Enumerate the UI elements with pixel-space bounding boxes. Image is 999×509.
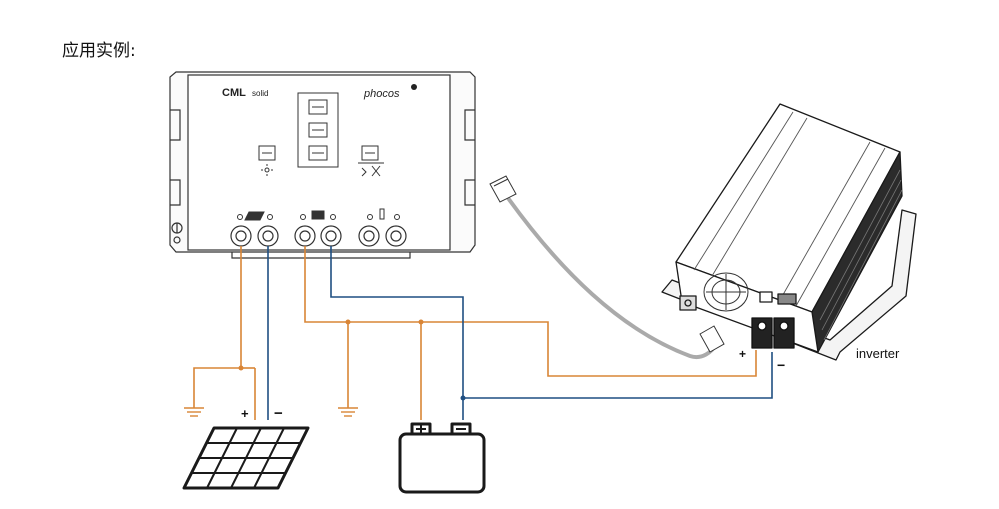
ground-symbol-battery xyxy=(338,407,358,417)
night-status-led xyxy=(361,145,379,161)
rj-connector-icon-2 xyxy=(699,325,725,353)
day-status-led xyxy=(258,145,276,161)
rj-connector-icon xyxy=(489,175,517,203)
communication-cable xyxy=(489,175,725,359)
inverter-label: inverter xyxy=(856,346,900,361)
terminal-symbols xyxy=(237,208,400,221)
solar-plus-label: + xyxy=(241,406,249,421)
inverter-plus-label: + xyxy=(739,347,746,361)
inverter-minus-label: − xyxy=(777,357,785,373)
brand-dot xyxy=(411,84,417,90)
inverter xyxy=(661,103,917,361)
battery xyxy=(398,422,486,494)
negative-wires xyxy=(267,246,773,420)
screw-terminals xyxy=(230,225,407,247)
brand-right: phocos xyxy=(363,88,400,100)
solar-minus-label: − xyxy=(274,405,283,422)
battery-icon xyxy=(311,210,325,220)
solar-panel-icon xyxy=(244,211,265,221)
fan-icon xyxy=(703,272,749,312)
load-lamp-icon xyxy=(379,208,385,220)
night-mode-icon xyxy=(358,162,384,177)
ground-symbol-solar xyxy=(184,407,204,417)
brand-left-sub: solid xyxy=(252,89,268,98)
led-indicator-column xyxy=(297,92,339,168)
positive-wires xyxy=(193,246,757,420)
solar-panel xyxy=(182,426,310,490)
negative-junctions xyxy=(460,395,466,401)
inverter-dc-terminals xyxy=(751,317,795,349)
positive-junctions xyxy=(238,319,424,371)
brand-left: CML xyxy=(222,87,246,99)
sun-icon xyxy=(261,164,273,176)
page-title: 应用实例: xyxy=(62,41,136,61)
